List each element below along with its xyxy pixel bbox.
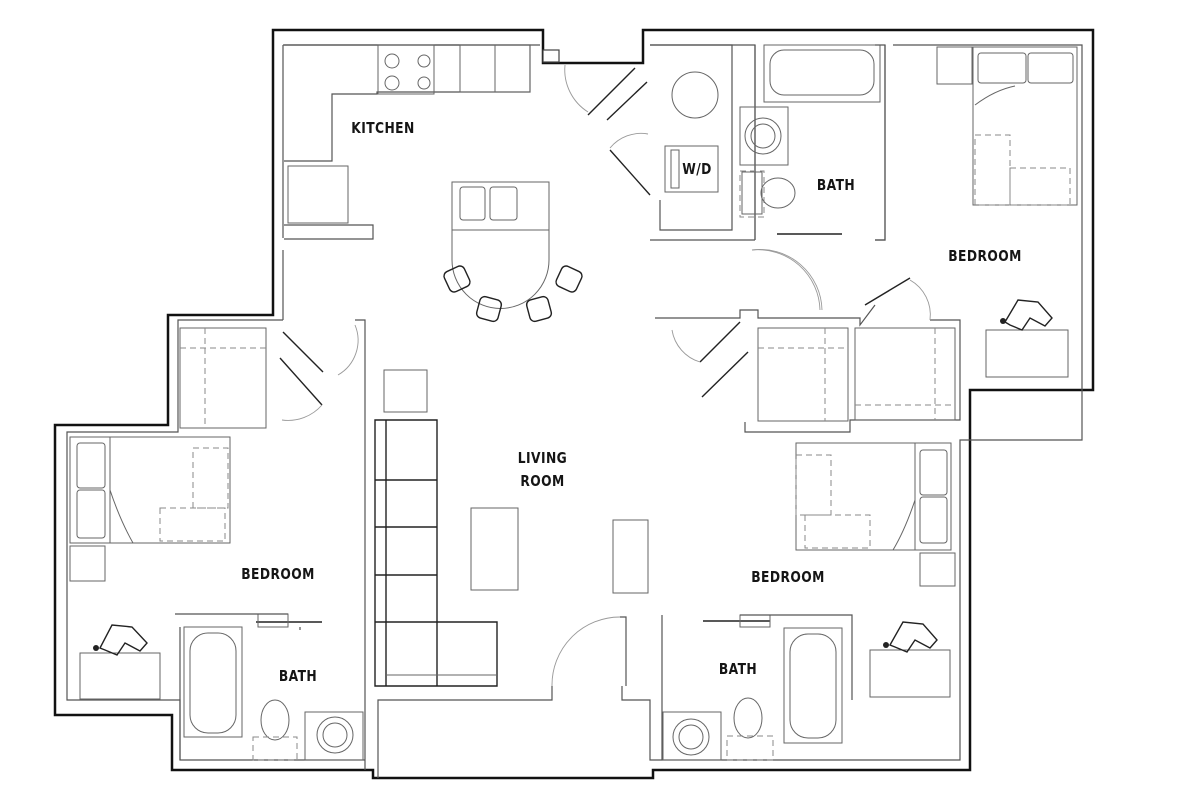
left-bath-fixtures	[175, 613, 364, 761]
top-bath-fixtures	[739, 44, 886, 241]
room-label-bath-top: BATH	[816, 176, 856, 194]
bar-stools	[443, 265, 583, 323]
room-label-washer-dryer: W/D	[682, 160, 712, 178]
room-label-living-line2: ROOM	[520, 472, 565, 490]
room-label-bath-left: BATH	[278, 667, 318, 685]
left-bedroom-furniture	[69, 436, 322, 700]
room-label-kitchen: KITCHEN	[351, 119, 415, 137]
left-closets	[179, 319, 366, 770]
kitchen-island	[443, 181, 583, 323]
top-right-bedroom-furniture	[936, 46, 1078, 378]
right-bedroom-furniture	[703, 442, 956, 698]
room-label-bedroom-left: BEDROOM	[241, 565, 315, 583]
bath-door-swing	[751, 249, 821, 311]
exterior-wall	[53, 28, 1095, 780]
laundry-doors	[542, 49, 651, 196]
kitchen-counters	[284, 44, 531, 240]
room-label-bedroom-top-right: BEDROOM	[948, 247, 1022, 265]
room-label-living-line1: LIVING	[517, 449, 568, 467]
laundry-closet	[650, 44, 756, 241]
room-label-bedroom-right: BEDROOM	[751, 568, 825, 586]
right-bath-fixtures	[661, 614, 853, 761]
living-room-furniture	[374, 369, 649, 687]
interior-wall-outline	[66, 44, 1083, 778]
right-closets	[655, 249, 961, 433]
room-label-bath-right: BATH	[718, 660, 758, 678]
